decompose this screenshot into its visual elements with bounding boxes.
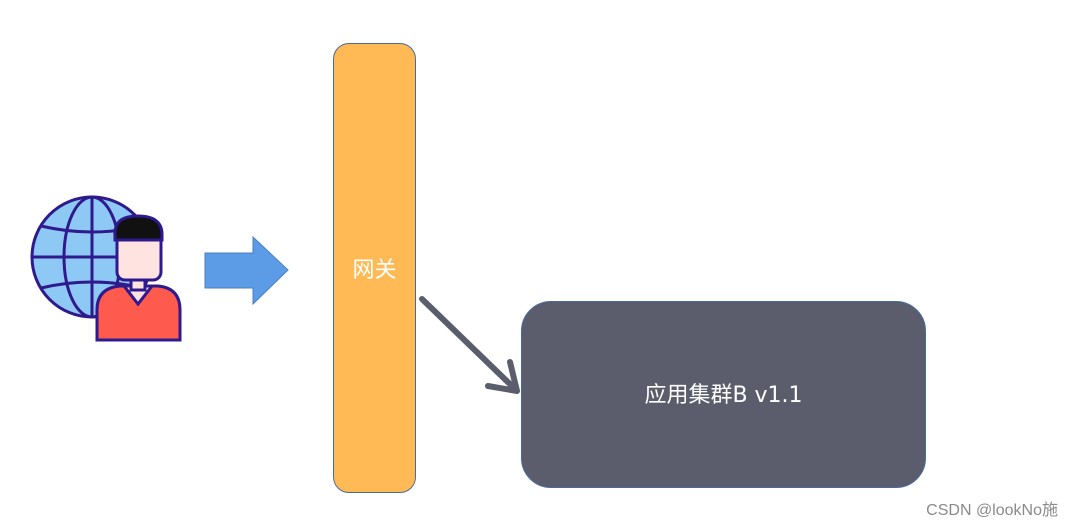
cluster-box xyxy=(521,301,926,488)
gateway-box xyxy=(333,43,416,493)
cluster-label: 应用集群B v1.1 xyxy=(644,383,803,408)
gateway-label: 网关 xyxy=(352,258,397,283)
watermark: CSDN @lookNo施 xyxy=(926,502,1058,519)
